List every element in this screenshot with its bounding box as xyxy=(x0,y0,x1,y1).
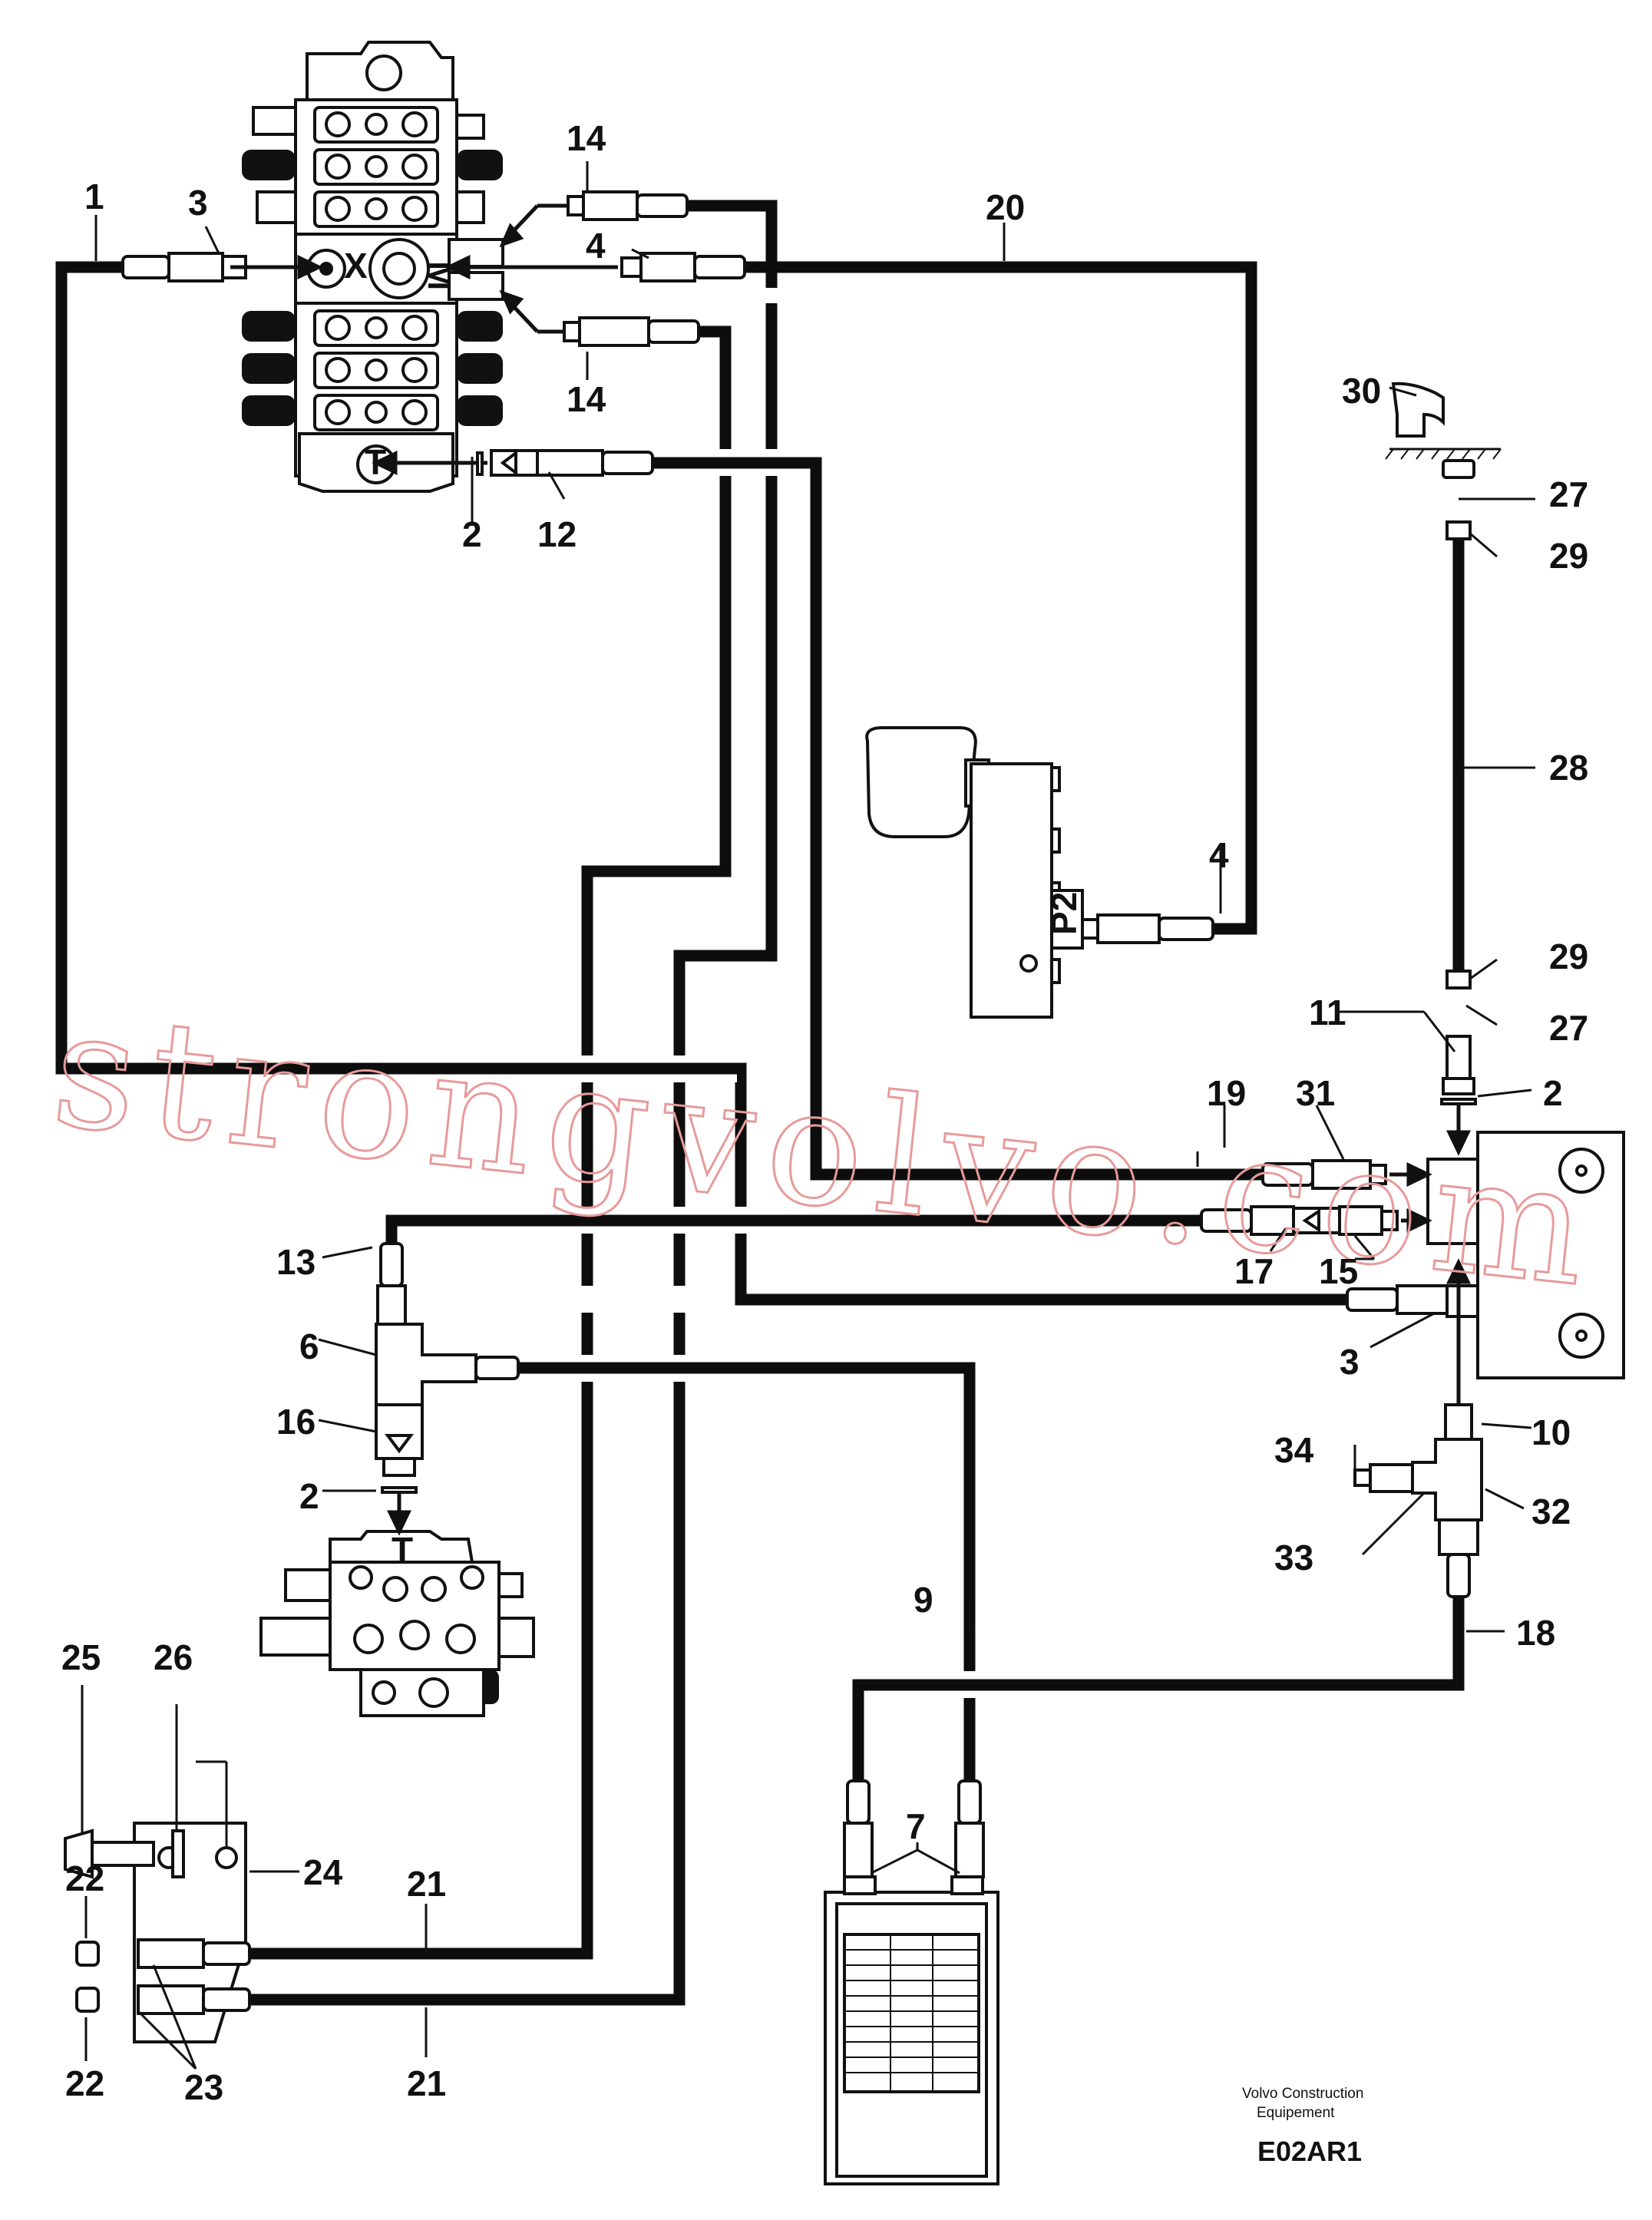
callout-22: 22 xyxy=(65,1858,104,1898)
callout-33: 33 xyxy=(1274,1538,1313,1577)
callout-31: 31 xyxy=(1296,1073,1335,1113)
callout-21-lower: 21 xyxy=(407,2063,446,2103)
callout-3-right: 3 xyxy=(1340,1342,1360,1382)
callout-2-right: 2 xyxy=(1543,1073,1563,1113)
callout-12: 12 xyxy=(537,514,577,554)
right-manifold-block xyxy=(1426,1131,1625,1379)
callout-29-lower: 29 xyxy=(1549,937,1588,976)
callout-29: 29 xyxy=(1549,536,1588,576)
callout-19: 19 xyxy=(1207,1073,1246,1113)
callout-6: 6 xyxy=(299,1326,319,1366)
hose-14-bottom xyxy=(246,325,732,1960)
callout-21: 21 xyxy=(407,1864,446,1904)
callout-18: 18 xyxy=(1516,1613,1555,1653)
callout-17: 17 xyxy=(1234,1251,1274,1291)
company-line-1: Volvo Construction xyxy=(1242,2086,1363,2102)
main-control-valve: X M T xyxy=(242,41,504,493)
port-p2-label: P2 xyxy=(1044,892,1084,935)
auxiliary-valve: T xyxy=(259,1530,535,1717)
callout-4-pilot: 4 xyxy=(1209,835,1229,875)
callout-32: 32 xyxy=(1531,1492,1571,1531)
callout-13: 13 xyxy=(276,1242,316,1282)
callout-15: 15 xyxy=(1319,1251,1358,1291)
callout-1: 1 xyxy=(84,177,104,216)
leader-lines xyxy=(81,161,1535,2070)
flow-arrows xyxy=(230,203,1471,1536)
port-t-aux-label: T xyxy=(392,1530,413,1570)
callout-14-lower: 14 xyxy=(567,379,606,419)
callout-30: 30 xyxy=(1342,371,1381,411)
port-x-label: X xyxy=(344,246,368,286)
callout-22-lower: 22 xyxy=(65,2063,104,2103)
callout-25: 25 xyxy=(61,1637,101,1677)
footer: Volvo Construction Equipement E02AR1 xyxy=(1242,2086,1363,2167)
callout-34: 34 xyxy=(1274,1430,1314,1470)
callout-2-aux: 2 xyxy=(299,1476,319,1516)
callout-3: 3 xyxy=(188,183,208,223)
callout-4: 4 xyxy=(586,226,606,266)
callout-10: 10 xyxy=(1531,1412,1571,1452)
callout-23: 23 xyxy=(184,2067,223,2107)
washers-2 xyxy=(381,451,1477,1494)
callout-20: 20 xyxy=(986,187,1025,227)
oil-cooler xyxy=(824,1875,999,2185)
fittings xyxy=(64,190,1502,2015)
pilot-control: P2 xyxy=(865,726,1084,1019)
callout-2: 2 xyxy=(462,514,482,554)
callout-9: 9 xyxy=(914,1580,933,1620)
crossing-gaps xyxy=(576,288,981,1698)
hose-lines xyxy=(55,200,1465,2006)
hose-14-top xyxy=(246,200,778,2006)
callout-labels: 1 3 14 4 20 14 30 27 29 2 12 28 4 29 11 … xyxy=(61,118,1588,2107)
callout-27: 27 xyxy=(1549,474,1588,514)
drawing-code: E02AR1 xyxy=(1257,2136,1362,2167)
callout-7: 7 xyxy=(906,1806,926,1846)
callout-26: 26 xyxy=(154,1637,193,1677)
callout-16: 16 xyxy=(276,1402,316,1442)
callout-28: 28 xyxy=(1549,748,1588,788)
callout-27-lower: 27 xyxy=(1549,1008,1588,1048)
company-line-2: Equipement xyxy=(1257,2105,1335,2121)
callout-11: 11 xyxy=(1309,993,1346,1032)
callout-14: 14 xyxy=(567,118,606,158)
callout-24: 24 xyxy=(303,1852,343,1892)
